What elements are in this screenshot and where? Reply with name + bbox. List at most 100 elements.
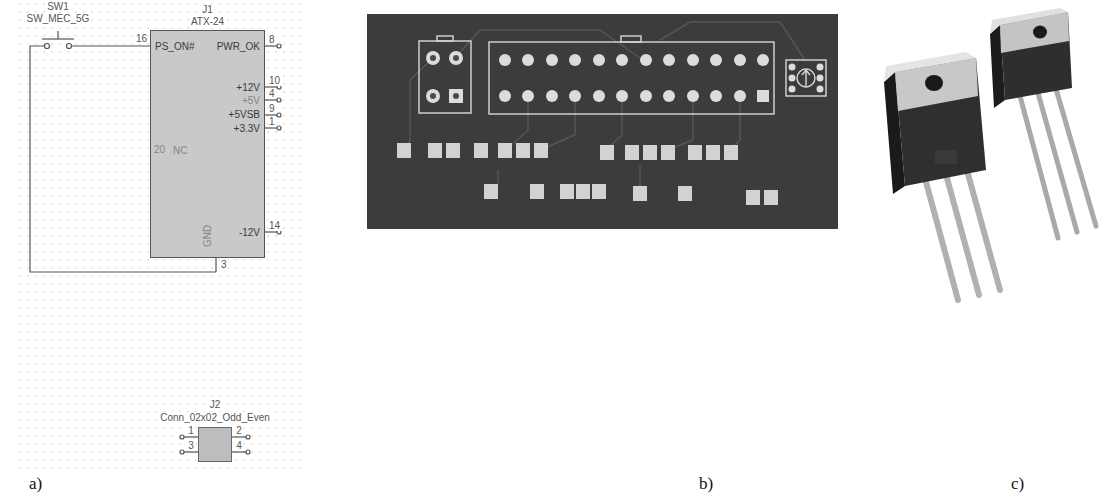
pcb-trace: [730, 96, 740, 150]
value-label: SW_MEC_5G: [26, 13, 91, 24]
switch-contact: [67, 44, 72, 49]
pcb-trace: [506, 96, 528, 150]
smd-pad: [474, 143, 488, 158]
pin-name: -12V: [239, 227, 260, 239]
pad: [734, 90, 746, 102]
body-marking: [935, 150, 957, 164]
pin-end: [246, 450, 250, 454]
schematic-grid: [16, 0, 306, 470]
value-label: ATX-24: [190, 16, 225, 28]
pad: [449, 89, 463, 103]
smd-pad: [764, 190, 778, 205]
panel-letter: b): [698, 474, 714, 493]
pcb-trace: [668, 96, 693, 150]
transistor-leg: [1038, 93, 1077, 232]
smd-pad: [397, 143, 411, 158]
drill-hole: [453, 55, 459, 61]
drill-hole: [430, 93, 436, 99]
pin-number: 4: [268, 88, 276, 99]
smd-pad: [560, 184, 574, 199]
pin-line: [265, 127, 277, 128]
pad: [546, 90, 558, 102]
mounting-hole: [1033, 26, 1047, 39]
smd-pad: [633, 186, 647, 201]
drill-hole: [453, 93, 459, 99]
pin-number: 10: [268, 75, 281, 86]
pad: [817, 64, 824, 71]
connector-box: J1ATX-24PS_ON#PWR_OK+12V+5V+5VSB+3.3VNCG…: [150, 30, 265, 258]
connector-outline: [419, 41, 471, 113]
pin-line: [184, 436, 198, 437]
reference-label: SW1: [46, 1, 70, 12]
pin-number: 3: [220, 259, 228, 270]
pcb-trace: [497, 170, 499, 186]
pin-name: +5VSB: [229, 109, 260, 121]
smd-pad: [643, 145, 657, 160]
pin-line: [184, 451, 198, 452]
pad: [522, 54, 534, 66]
connector-latch: [621, 36, 641, 42]
transistor-leg: [1056, 89, 1096, 226]
pcb-board: [367, 14, 838, 229]
header-box: J2Conn_02x02_Odd_Even: [198, 427, 232, 462]
pin-number: 2: [235, 425, 243, 436]
connector-outline: [489, 42, 774, 114]
pin-number: 16: [135, 33, 148, 44]
pin-name: GND: [202, 225, 214, 247]
pad: [789, 75, 796, 82]
pad: [789, 86, 796, 93]
through-hole-pads: [426, 51, 824, 103]
smd-pad: [688, 145, 702, 160]
pad-holes: [430, 55, 459, 99]
pcb-trace: [639, 165, 641, 186]
pin-name: +3.3V: [234, 123, 260, 135]
smd-pad: [746, 190, 760, 205]
smd-pad: [498, 143, 512, 158]
pin-name: +5V: [242, 95, 260, 107]
transistor-legs: [926, 174, 1000, 300]
pad: [687, 90, 699, 102]
pin-number: 1: [268, 116, 276, 127]
pad: [616, 54, 628, 66]
smd-pad: [678, 186, 692, 201]
pin-number: 1: [187, 425, 195, 436]
smd-pad: [446, 143, 460, 158]
switch-stem: [57, 31, 58, 39]
pad: [499, 90, 511, 102]
pad: [710, 90, 722, 102]
pcb-trace: [540, 96, 575, 150]
smd-pad: [534, 143, 548, 158]
pin-number: 20: [153, 144, 166, 155]
pad: [757, 90, 769, 102]
smd-pad: [706, 145, 720, 160]
pcb-trace: [606, 96, 622, 150]
pin-line: [232, 436, 246, 437]
pin-number: 9: [268, 103, 276, 114]
smd-pad: [625, 145, 639, 160]
pin-number: 3: [187, 440, 195, 451]
transistor-lower: [884, 52, 1000, 300]
wire: [72, 45, 151, 46]
pad: [499, 54, 511, 66]
pin-name: PS_ON#: [155, 41, 194, 53]
pad: [663, 54, 675, 66]
reference-label: J2: [209, 399, 222, 411]
pin-end: [246, 435, 250, 439]
pad: [789, 64, 796, 71]
pad: [426, 51, 440, 65]
pad: [663, 90, 675, 102]
smd-pad: [600, 145, 614, 160]
smd-pad: [428, 143, 442, 158]
transistor-body: [895, 58, 986, 186]
transistor-body: [1000, 12, 1072, 100]
pad: [734, 54, 746, 66]
pin-name: +12V: [236, 82, 260, 94]
smd-pad: [516, 143, 530, 158]
pin-line: [265, 99, 277, 100]
pin-end: [180, 435, 184, 439]
pad: [593, 90, 605, 102]
pad: [546, 54, 558, 66]
pcb-trace: [660, 22, 805, 60]
pin-line: [265, 45, 277, 46]
